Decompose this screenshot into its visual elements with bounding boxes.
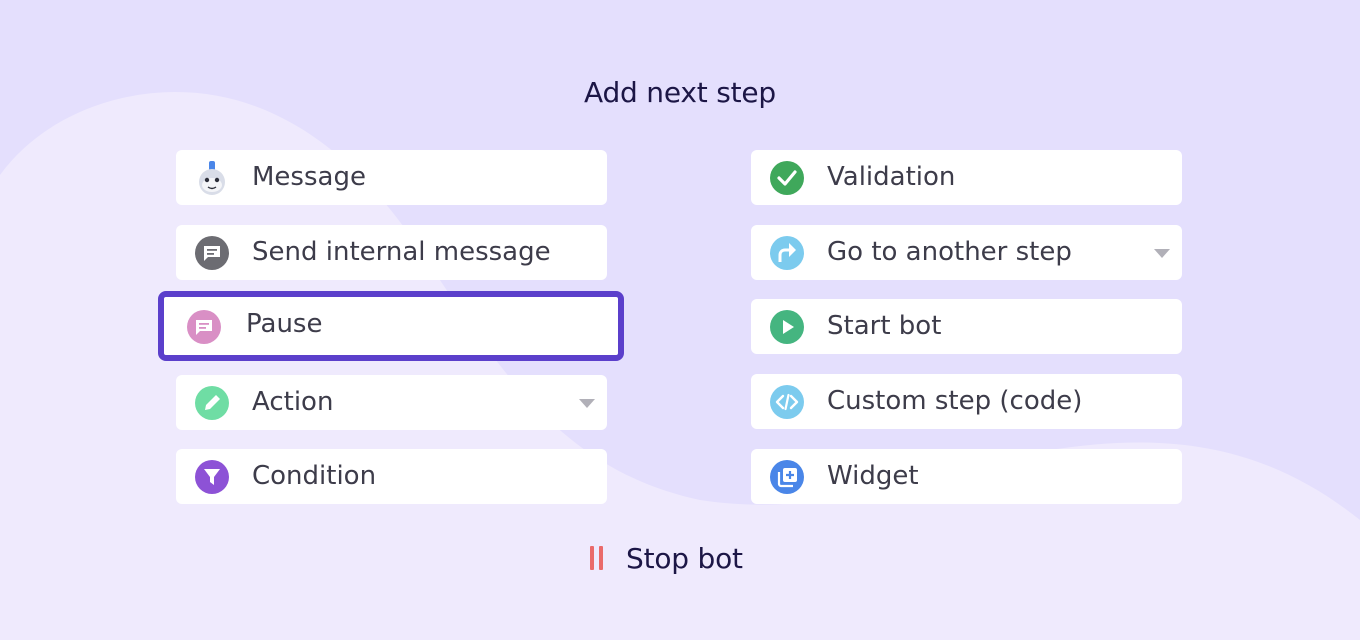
chevron-down-icon[interactable] [579,399,595,408]
page-title: Add next step [583,76,776,109]
step-option-send-internal-message[interactable]: Send internal message [176,225,607,280]
step-option-message[interactable]: Message [176,150,607,205]
step-option-pause[interactable]: Pause [158,291,624,361]
stop-bot-button[interactable]: Stop bot [586,534,743,582]
chat-bubble-icon [194,235,230,271]
pause-bars-icon [586,546,606,570]
pencil-icon [194,385,230,421]
step-label: Condition [252,461,377,491]
step-label: Go to another step [827,237,1072,267]
step-label: Action [252,387,334,417]
step-label: Custom step (code) [827,386,1083,416]
check-circle-icon [769,160,805,196]
step-option-start-bot[interactable]: Start bot [751,299,1182,354]
step-option-action[interactable]: Action [176,375,607,430]
step-label: Pause [246,309,323,339]
bot-face-icon [194,160,230,196]
step-label: Send internal message [252,237,551,267]
step-option-condition[interactable]: Condition [176,449,607,504]
stop-bot-label: Stop bot [626,541,743,575]
code-icon [769,384,805,420]
step-label: Message [252,162,366,192]
widget-add-icon [769,459,805,495]
step-label: Validation [827,162,956,192]
play-circle-icon [769,309,805,345]
step-label: Start bot [827,311,942,341]
funnel-icon [194,459,230,495]
chat-bubble-icon [186,309,222,345]
step-option-custom-step[interactable]: Custom step (code) [751,374,1182,429]
step-label: Widget [827,461,919,491]
chevron-down-icon[interactable] [1154,249,1170,258]
step-option-validation[interactable]: Validation [751,150,1182,205]
step-option-go-to-another-step[interactable]: Go to another step [751,225,1182,280]
step-option-widget[interactable]: Widget [751,449,1182,504]
branch-arrow-icon [769,235,805,271]
